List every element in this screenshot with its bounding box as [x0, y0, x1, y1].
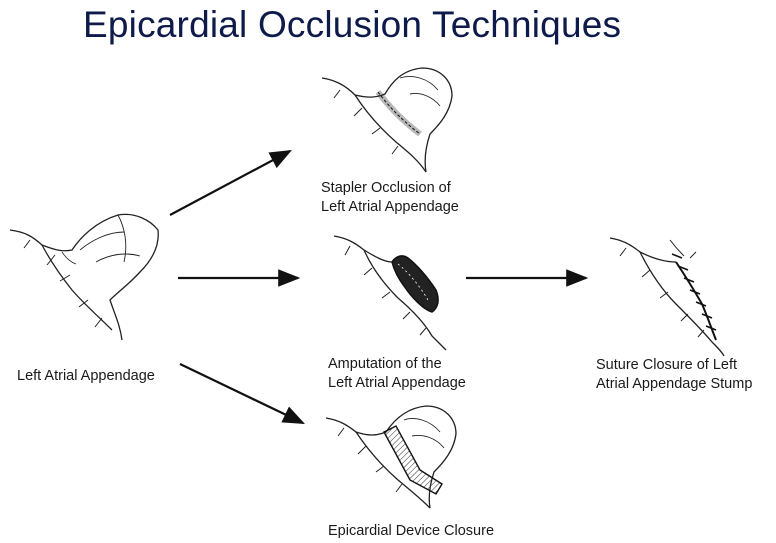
page-title: Epicardial Occlusion Techniques	[83, 4, 622, 45]
node-label: Atrial Appendage Stump	[596, 376, 753, 392]
node-label: Left Atrial Appendage	[328, 375, 466, 391]
amputation-illustration	[333, 235, 447, 351]
node-suture-closure: Suture Closure of Left Atrial Appendage …	[596, 356, 752, 394]
node-amputation: Amputation of the Left Atrial Appendage	[328, 355, 466, 393]
suture-closure-illustration	[609, 237, 725, 357]
node-label: Stapler Occlusion of	[321, 180, 451, 196]
stapler-occlusion-illustration	[321, 67, 453, 173]
arrow-to-device	[179, 363, 305, 424]
node-left-atrial-appendage: Left Atrial Appendage	[17, 367, 155, 386]
node-label: Left Atrial Appendage	[17, 368, 155, 384]
device-closure-illustration	[325, 405, 457, 509]
node-stapler-occlusion: Stapler Occlusion of Left Atrial Appenda…	[321, 179, 459, 217]
node-label: Suture Closure of Left	[596, 357, 738, 373]
left-atrial-appendage-illustration	[9, 213, 159, 341]
node-label: Left Atrial Appendage	[321, 199, 459, 215]
node-label: Amputation of the	[328, 356, 442, 372]
arrow-to-stapler	[169, 149, 292, 216]
node-epicardial-device-closure: Epicardial Device Closure	[328, 522, 494, 541]
node-label: Epicardial Device Closure	[328, 523, 495, 539]
